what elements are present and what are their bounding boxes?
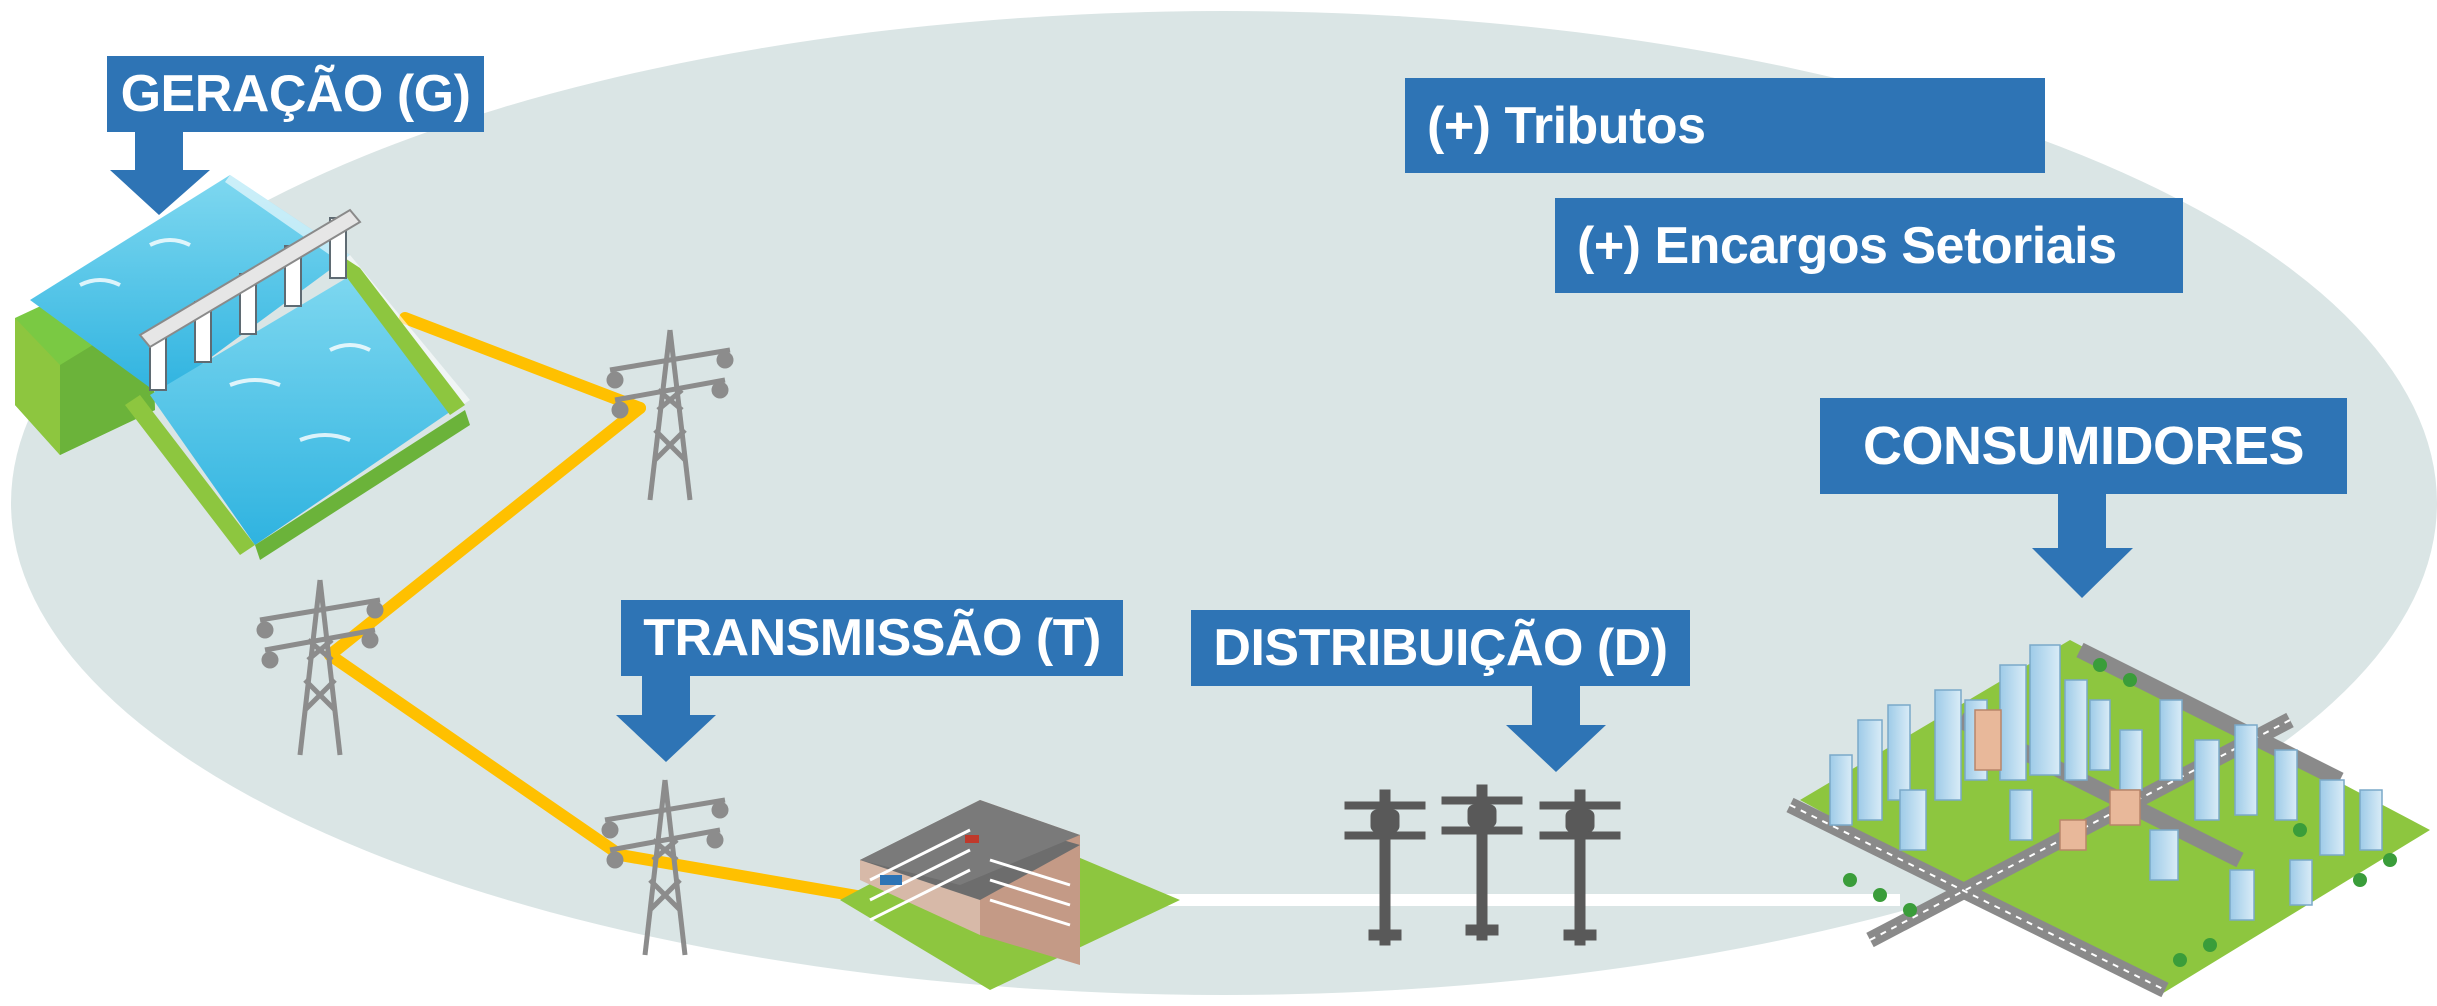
consumers-label: CONSUMIDORES [1820,398,2347,494]
generation-label: GERAÇÃO (G) [107,56,484,132]
utility-pole-icon [1344,784,1621,946]
down-arrow-icon [2032,492,2133,598]
down-arrow-icon [1506,682,1606,772]
down-arrow-icon [110,130,210,215]
city-icon [1786,640,2430,998]
down-arrow-icon [616,672,716,762]
hydro-dam-icon [15,175,470,560]
substation-building-icon [840,800,1180,990]
transmission-tower-icon [256,579,384,756]
transmission-tower-icon [606,329,734,501]
transmission-tower-icon [601,779,729,956]
sector-charges-label: (+) Encargos Setoriais [1555,198,2183,293]
distribution-label: DISTRIBUIÇÃO (D) [1191,610,1690,686]
transmission-label: TRANSMISSÃO (T) [621,600,1123,676]
taxes-label: (+) Tributos [1405,78,2045,173]
